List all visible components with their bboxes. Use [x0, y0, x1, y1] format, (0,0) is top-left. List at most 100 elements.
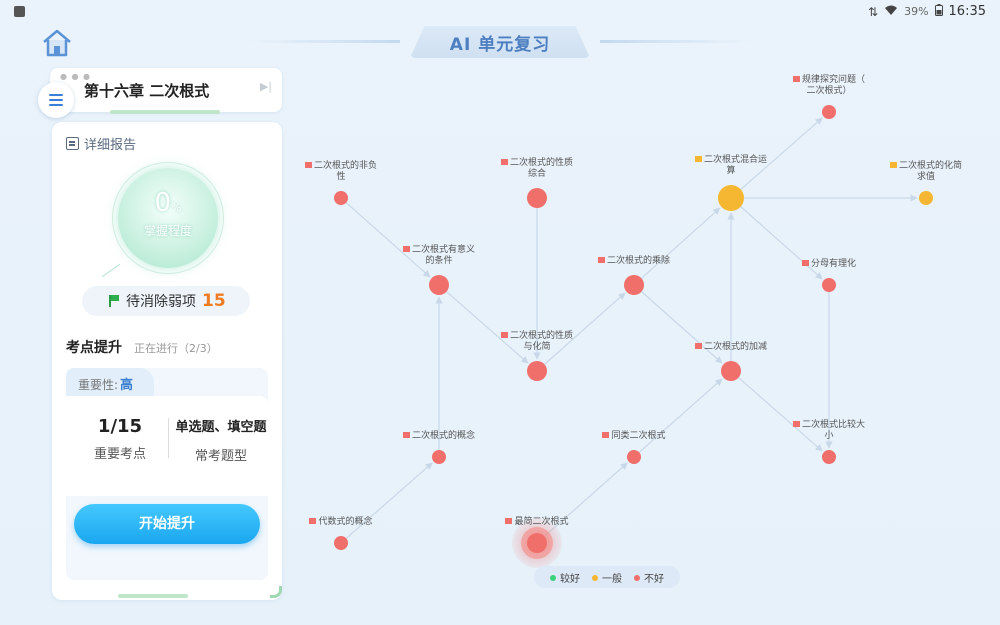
- node-label-text: 二次根式的性质: [509, 158, 573, 168]
- graph-edge: [738, 377, 823, 452]
- start-improve-button[interactable]: 开始提升: [74, 504, 260, 544]
- section-title: 考点提升: [66, 340, 122, 356]
- mastery-gauge-ring: [112, 162, 224, 274]
- node-label-text: 算: [726, 166, 736, 176]
- legend-dot-medium: [592, 574, 598, 581]
- knowledge-node[interactable]: [527, 188, 547, 208]
- home-button[interactable]: [40, 28, 74, 58]
- legend-dot-good: [550, 574, 556, 581]
- node-label-text: 二次根式的性质: [509, 331, 573, 341]
- clock: 16:35: [948, 4, 986, 19]
- knowledge-node[interactable]: [721, 361, 741, 381]
- node-label-text: 二次根式的概念: [411, 431, 475, 441]
- graph-edge: [740, 117, 823, 190]
- question-types: 单选题、填空题: [175, 420, 267, 435]
- node-label-line: 二次根式）: [789, 86, 869, 97]
- graph-edge: [544, 292, 626, 365]
- card-stats: 1/15 重要考点 单选题、填空题 常考题型: [66, 396, 268, 496]
- graph-edge: [345, 462, 433, 539]
- menu-button[interactable]: [38, 82, 74, 118]
- knowledge-node[interactable]: [429, 275, 449, 295]
- knowledge-node[interactable]: [822, 278, 836, 292]
- report-icon: [66, 137, 79, 150]
- flag-icon: [792, 76, 800, 82]
- legend-label-medium: 一般: [602, 573, 622, 585]
- node-label: 二次根式的乘除: [594, 256, 674, 267]
- node-label: 同类二次根式: [594, 431, 674, 442]
- weak-items-count: 15: [202, 291, 226, 311]
- flag-icon: [889, 162, 897, 168]
- drag-dots-icon: ● ● ●: [60, 72, 92, 81]
- node-label: 最简二次根式: [497, 517, 577, 528]
- node-label-line: 代数式的概念: [301, 517, 381, 528]
- node-label-line: 二次根式的非负: [301, 161, 381, 172]
- legend-item-good: 较好: [550, 570, 580, 585]
- knowledge-node[interactable]: [334, 536, 348, 550]
- node-label: 二次根式的非负性: [301, 161, 381, 183]
- knowledge-node[interactable]: [919, 191, 933, 205]
- graph-edge: [541, 462, 628, 539]
- wifi-icon: [884, 5, 898, 19]
- node-label-line: 二次根式混合运: [691, 155, 771, 166]
- knowledge-node[interactable]: [822, 105, 836, 119]
- flag-icon: [500, 332, 508, 338]
- node-label-line: 的条件: [399, 256, 479, 267]
- node-label-text: 同类二次根式: [611, 431, 666, 441]
- next-chapter-icon[interactable]: ▶|: [259, 80, 272, 93]
- node-label: 分母有理化: [789, 259, 869, 270]
- node-label-text: 最简二次根式: [514, 517, 569, 527]
- knowledge-node[interactable]: [822, 450, 836, 464]
- knowledge-node[interactable]: [718, 185, 744, 211]
- node-label-text: 性: [336, 172, 346, 182]
- flag-icon: [694, 156, 702, 162]
- key-points-count: 1/15: [97, 416, 143, 437]
- node-label-line: 小: [789, 431, 869, 442]
- legend-label-bad: 不好: [644, 573, 664, 585]
- knowledge-node[interactable]: [627, 450, 641, 464]
- key-points-label: 重要考点: [93, 447, 146, 462]
- knowledge-node[interactable]: [624, 275, 644, 295]
- flag-icon: [309, 518, 317, 524]
- chapter-underline: [110, 110, 220, 114]
- flag-icon: [402, 432, 410, 438]
- chapter-tab[interactable]: ● ● ● 第十六章 二次根式 ▶|: [50, 68, 282, 114]
- node-label: 规律探究问题（二次根式）: [789, 75, 869, 97]
- node-label-text: 二次根式有意义: [411, 245, 475, 255]
- node-label: 二次根式的性质与化简: [497, 331, 577, 353]
- node-label-line: 同类二次根式: [594, 431, 674, 442]
- importance-tab: 重要性:高: [66, 368, 154, 396]
- node-label-text: 综合: [527, 169, 546, 179]
- node-label-text: 的条件: [425, 256, 453, 266]
- graph-edge: [641, 207, 721, 279]
- node-label-line: 二次根式的性质: [497, 158, 577, 169]
- flag-icon: [801, 260, 809, 266]
- flag-icon: [694, 343, 702, 349]
- signal-icon: ⇅: [868, 4, 879, 19]
- node-label-line: 二次根式的化简: [886, 161, 966, 172]
- mastery-number: 0: [154, 188, 172, 218]
- node-label-line: 最简二次根式: [497, 517, 577, 528]
- graph-edge: [446, 291, 529, 364]
- legend-label-good: 较好: [560, 573, 580, 585]
- flag-icon: [500, 159, 508, 165]
- knowledge-node[interactable]: [334, 191, 348, 205]
- panel-bottom-indicator: [118, 594, 188, 598]
- graph-edge: [641, 291, 723, 364]
- page-title: AI 单元复习: [449, 34, 551, 55]
- knowledge-node[interactable]: [527, 361, 547, 381]
- green-flag-icon: [108, 295, 120, 307]
- mastery-value: 0%: [118, 188, 218, 218]
- detailed-report-link[interactable]: 详细报告: [66, 134, 136, 153]
- knowledge-node[interactable]: [527, 533, 547, 553]
- weak-items-label: 待消除弱项: [126, 294, 196, 310]
- node-label-text: 与化简: [523, 342, 551, 352]
- title-decoration-left: [250, 40, 400, 43]
- knowledge-node[interactable]: [432, 450, 446, 464]
- node-label: 二次根式的化简求值: [886, 161, 966, 183]
- node-label-text: 求值: [916, 172, 935, 182]
- stat-divider: [168, 418, 169, 458]
- flag-icon: [402, 246, 410, 252]
- title-plate: AI 单元复习: [410, 26, 590, 58]
- node-label: 二次根式有意义的条件: [399, 245, 479, 267]
- node-label: 二次根式的性质综合: [497, 158, 577, 180]
